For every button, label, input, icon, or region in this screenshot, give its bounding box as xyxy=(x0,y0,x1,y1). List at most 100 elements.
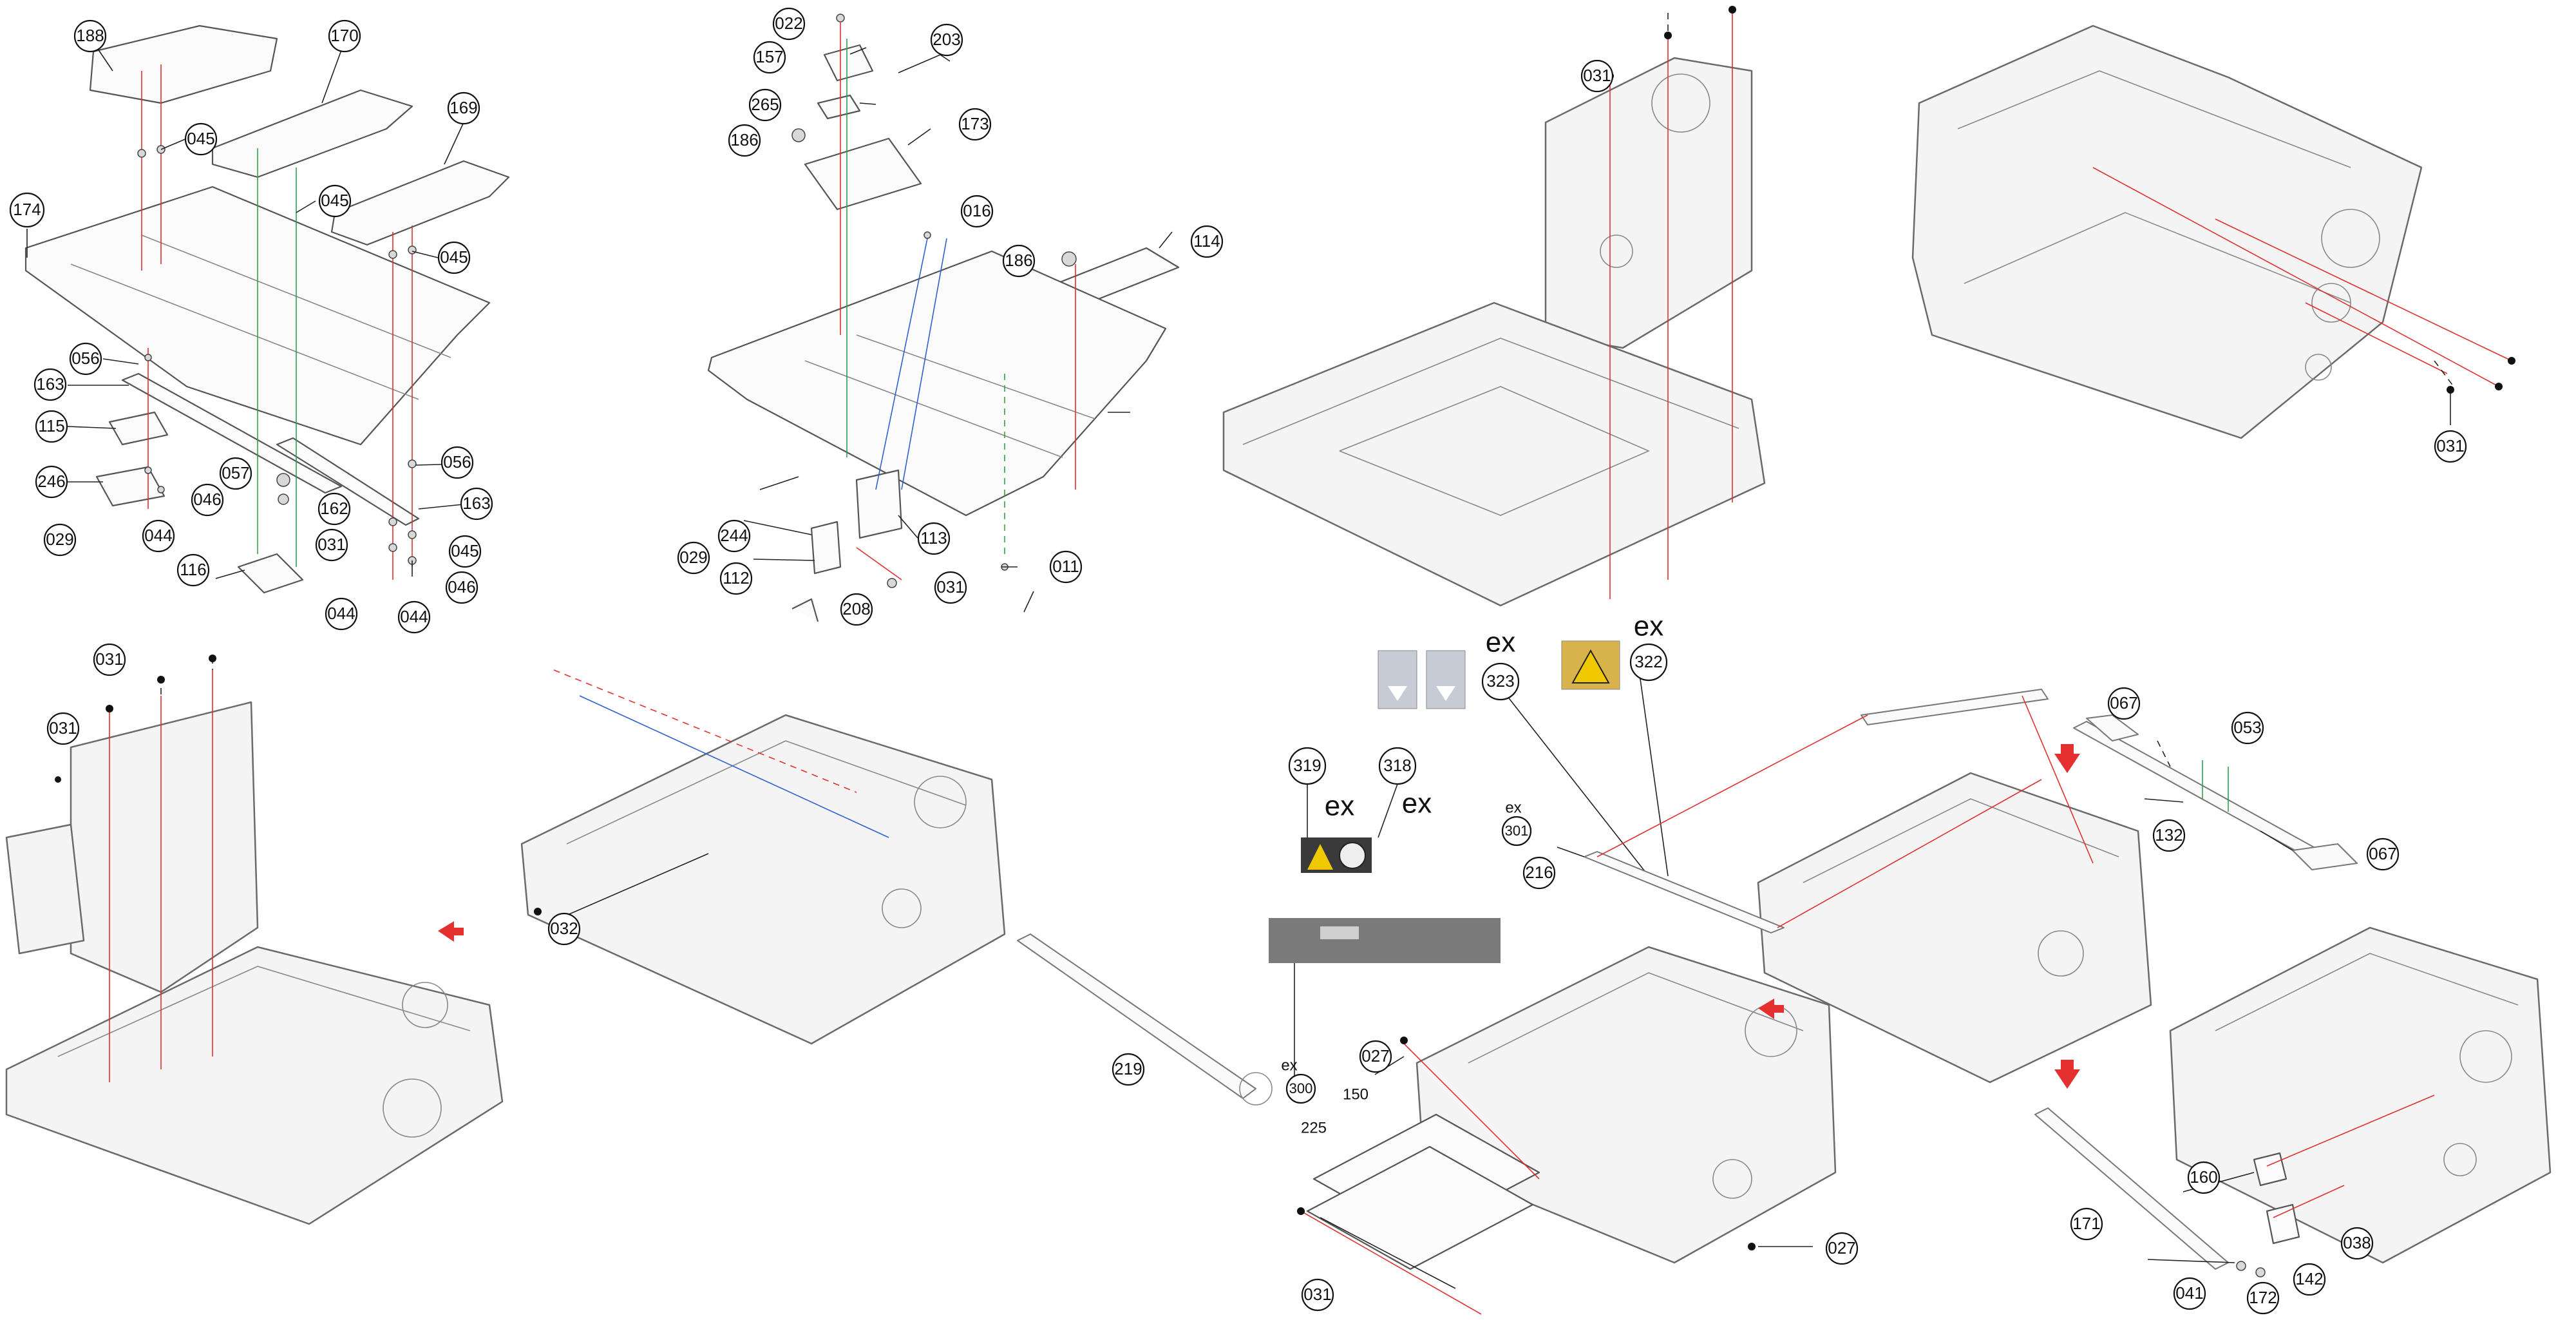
svg-text:163: 163 xyxy=(462,493,490,513)
part-160 xyxy=(2253,1152,2287,1187)
callout-319: 319 xyxy=(1288,747,1327,785)
svg-text:031: 031 xyxy=(49,718,77,738)
callout-114: 114 xyxy=(1190,225,1224,258)
svg-text:186: 186 xyxy=(730,130,758,149)
svg-text:056: 056 xyxy=(443,452,471,472)
ex-mark-318: ex xyxy=(1402,788,1432,819)
callout-174: 174 xyxy=(9,192,45,228)
callout-045: 045 xyxy=(448,535,482,568)
svg-text:174: 174 xyxy=(13,200,41,219)
ex-mark-301: ex xyxy=(1505,799,1521,816)
ex-mark-300: ex xyxy=(1281,1057,1297,1074)
callout-116: 116 xyxy=(176,553,210,587)
callout-057: 057 xyxy=(219,457,252,490)
svg-text:219: 219 xyxy=(1114,1059,1142,1078)
callout-173: 173 xyxy=(958,108,992,141)
small-labels: ex 301 ex 300 150 225 xyxy=(1281,799,1532,1136)
svg-text:115: 115 xyxy=(38,416,64,435)
svg-text:301: 301 xyxy=(1505,823,1529,839)
svg-text:057: 057 xyxy=(222,463,249,483)
callout-067: 067 xyxy=(2366,837,2400,871)
svg-text:029: 029 xyxy=(679,548,707,567)
part-265 xyxy=(817,94,861,120)
svg-text:067: 067 xyxy=(2110,693,2137,713)
callout-027: 027 xyxy=(1359,1040,1392,1073)
svg-text:031: 031 xyxy=(317,535,345,554)
side-panel xyxy=(70,701,259,993)
callout-044: 044 xyxy=(142,519,175,553)
label-300 xyxy=(1269,918,1501,963)
plate-169 xyxy=(330,160,510,246)
warning-labels-group xyxy=(1269,640,1669,1082)
svg-text:114: 114 xyxy=(1193,231,1220,251)
svg-text:022: 022 xyxy=(775,14,802,33)
callout-265: 265 xyxy=(748,88,782,122)
view-9-bottom-right xyxy=(2034,926,2552,1277)
ex-mark-322: ex xyxy=(1634,611,1663,642)
svg-text:011: 011 xyxy=(1052,557,1079,576)
callout-031: 031 xyxy=(1301,1278,1334,1312)
callout-113: 113 xyxy=(917,522,951,555)
callout-216: 216 xyxy=(1522,856,1556,890)
svg-text:041: 041 xyxy=(2175,1283,2203,1303)
callout-208: 208 xyxy=(840,593,873,626)
callout-053: 053 xyxy=(2231,711,2264,745)
svg-text:112: 112 xyxy=(723,568,749,588)
callout-041: 041 xyxy=(2173,1277,2206,1310)
arrow-right-red-icon xyxy=(438,921,464,942)
callout-163: 163 xyxy=(33,368,67,401)
bracket-246 xyxy=(95,466,166,507)
svg-text:300: 300 xyxy=(1289,1080,1313,1096)
svg-text:163: 163 xyxy=(36,374,64,394)
plate-188 xyxy=(89,24,278,104)
callout-318: 318 xyxy=(1378,747,1417,785)
callout-045: 045 xyxy=(318,184,352,218)
callout-011: 011 xyxy=(1049,550,1083,584)
svg-text:132: 132 xyxy=(2155,825,2183,845)
callout-045: 045 xyxy=(437,241,471,274)
cable-208 xyxy=(791,598,819,622)
callout-031: 031 xyxy=(46,712,80,745)
svg-text:044: 044 xyxy=(400,607,428,626)
callout-172: 172 xyxy=(2246,1281,2280,1315)
warning-pinch-icon xyxy=(1571,649,1610,684)
svg-text:027: 027 xyxy=(1828,1238,1855,1258)
callout-031: 031 xyxy=(315,528,348,562)
svg-text:322: 322 xyxy=(1634,652,1662,671)
callout-219: 219 xyxy=(1112,1053,1145,1086)
shaft-219 xyxy=(1017,933,1256,1099)
svg-text:188: 188 xyxy=(76,26,104,45)
label-150: 150 xyxy=(1343,1086,1368,1103)
svg-text:045: 045 xyxy=(187,129,214,148)
svg-text:044: 044 xyxy=(144,526,172,545)
callout-170: 170 xyxy=(328,19,361,53)
callout-323: 323 xyxy=(1481,662,1520,701)
svg-text:173: 173 xyxy=(961,114,989,133)
callout-246: 246 xyxy=(35,465,68,499)
frame-plate xyxy=(707,250,1167,517)
callout-031: 031 xyxy=(93,643,126,676)
svg-text:031: 031 xyxy=(1303,1285,1331,1304)
arrow-down-icon xyxy=(1436,686,1455,701)
part-244 xyxy=(810,521,842,575)
callout-186: 186 xyxy=(1002,244,1036,278)
svg-text:016: 016 xyxy=(963,201,990,220)
callout-301: 301 xyxy=(1501,816,1532,847)
bar-216 xyxy=(1584,851,1785,933)
svg-text:044: 044 xyxy=(327,604,355,623)
view-8-upper-rollers xyxy=(1584,689,2358,1084)
svg-text:031: 031 xyxy=(95,649,123,669)
svg-text:045: 045 xyxy=(451,541,478,560)
svg-text:203: 203 xyxy=(933,30,960,49)
callout-244: 244 xyxy=(717,519,751,553)
callout-038: 038 xyxy=(2340,1227,2374,1260)
svg-text:031: 031 xyxy=(1583,66,1611,85)
svg-text:113: 113 xyxy=(920,528,947,548)
arrow-down-icon xyxy=(1388,686,1407,701)
callout-188: 188 xyxy=(73,19,107,53)
slot-line xyxy=(70,263,419,400)
view-6-bottom-center xyxy=(520,669,1273,1105)
view-4-assembled-frame xyxy=(1911,24,2515,439)
callout-044: 044 xyxy=(325,597,358,631)
